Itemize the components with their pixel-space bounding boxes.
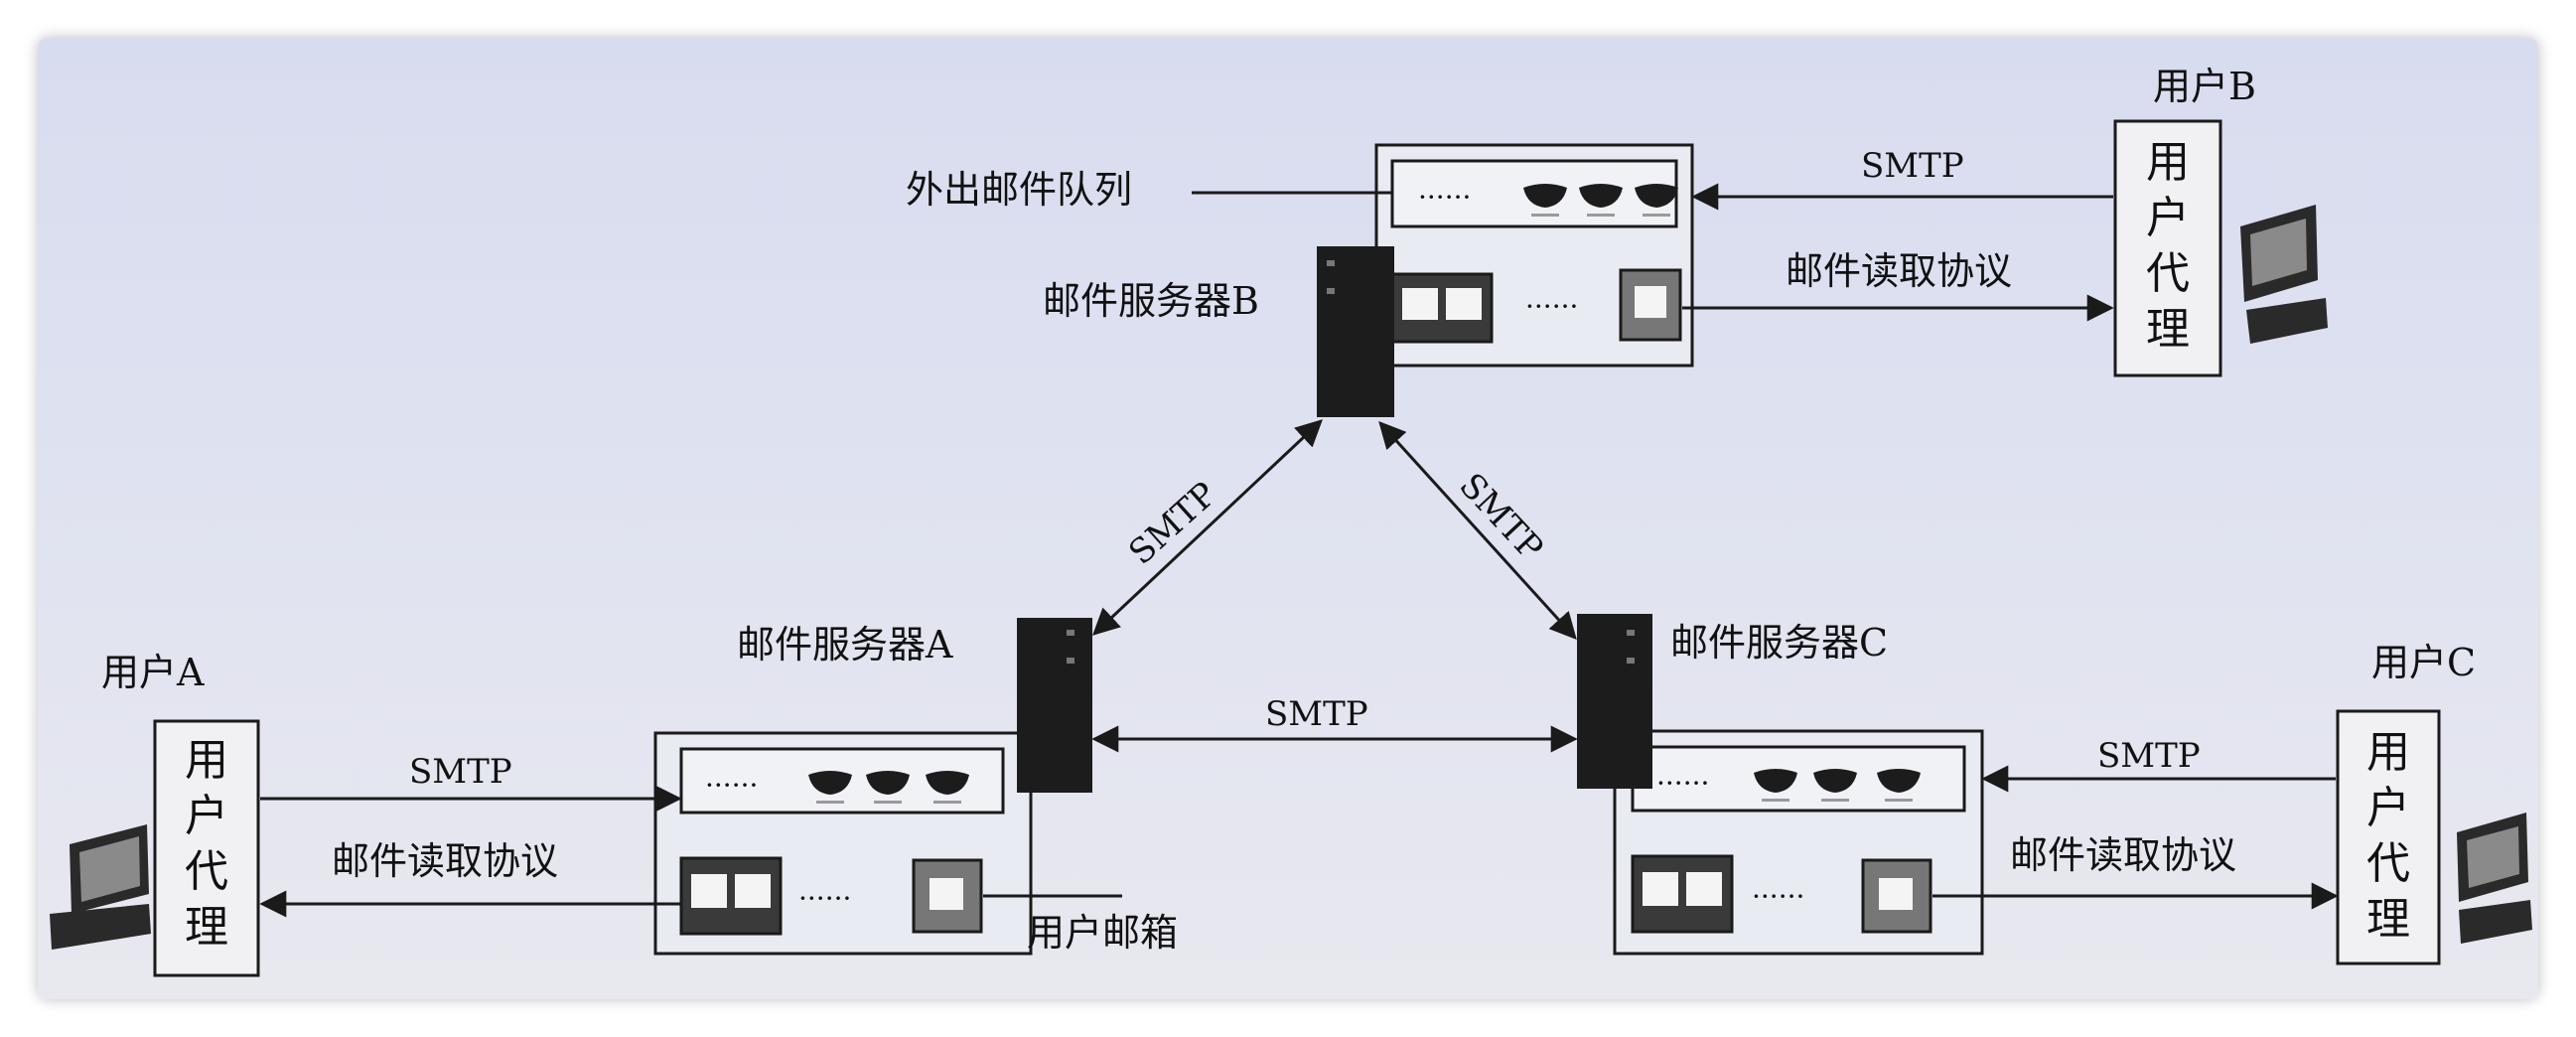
read-protocol-label-b: 邮件读取协议 <box>1786 249 2012 293</box>
server-tower-icon <box>1317 246 1394 417</box>
agent-char: 代 <box>2146 248 2190 299</box>
smtp-arrow-b-a <box>1092 419 1323 636</box>
server-tower-icon <box>1017 618 1092 793</box>
mail-server-a: ······ ······ 邮件服务器A <box>653 618 1092 956</box>
user-b-label: 用户B <box>2153 65 2256 108</box>
smtp-label-b: SMTP <box>1861 146 1964 186</box>
agent-char: 理 <box>2366 894 2410 945</box>
mail-server-b: ······ ······ 邮件服务器B 外出邮件队列 <box>906 143 1694 417</box>
user-mailbox-label: 用户邮箱 <box>1027 911 1178 955</box>
agent-char: 户 <box>2366 783 2410 833</box>
server-c-label: 邮件服务器C <box>1670 621 1888 665</box>
smtp-label-c: SMTP <box>2097 736 2201 776</box>
agent-char: 户 <box>185 791 228 841</box>
computer-icon <box>2240 205 2328 344</box>
user-agent-a: 用户A 用 户 代 理 <box>50 651 260 977</box>
mailbox-dots: ······ <box>1752 880 1804 913</box>
queue-dots: ······ <box>1418 181 1471 214</box>
mailbox-dots: ······ <box>798 882 851 915</box>
read-protocol-label-a: 邮件读取协议 <box>332 839 558 883</box>
agent-char: 用 <box>2146 137 2190 188</box>
user-agent-c: 用户C 用 户 代 理 <box>2336 641 2532 965</box>
agent-char: 理 <box>185 902 228 953</box>
server-b-label: 邮件服务器B <box>1043 279 1259 323</box>
user-agent-b: 用户B 用 户 代 理 <box>2113 65 2328 377</box>
user-c-label: 用户C <box>2371 641 2476 684</box>
agent-char: 用 <box>185 735 228 786</box>
user-a-label: 用户A <box>101 651 205 694</box>
server-a-label: 邮件服务器A <box>737 623 953 667</box>
agent-char: 户 <box>2146 193 2190 243</box>
smtp-arrow-b-c <box>1378 421 1577 640</box>
queue-dots: ······ <box>705 769 758 802</box>
agent-char: 代 <box>185 846 228 897</box>
connectors <box>259 183 2339 918</box>
computer-icon <box>2457 813 2532 944</box>
agent-char: 用 <box>2366 727 2410 778</box>
outgoing-queue-label: 外出邮件队列 <box>906 168 1132 212</box>
computer-icon <box>50 824 151 950</box>
smtp-label-a: SMTP <box>409 752 512 792</box>
server-tower-icon <box>1577 614 1652 789</box>
mailbox-dots: ······ <box>1525 290 1578 323</box>
mail-server-c: ······ ······ 邮件服务器C <box>1577 614 1984 956</box>
agent-char: 理 <box>2146 304 2190 355</box>
read-protocol-label-c: 邮件读取协议 <box>2010 833 2236 877</box>
smtp-label-a-c: SMTP <box>1265 694 1368 734</box>
queue-dots: ······ <box>1656 767 1709 800</box>
agent-char: 代 <box>2366 838 2410 889</box>
